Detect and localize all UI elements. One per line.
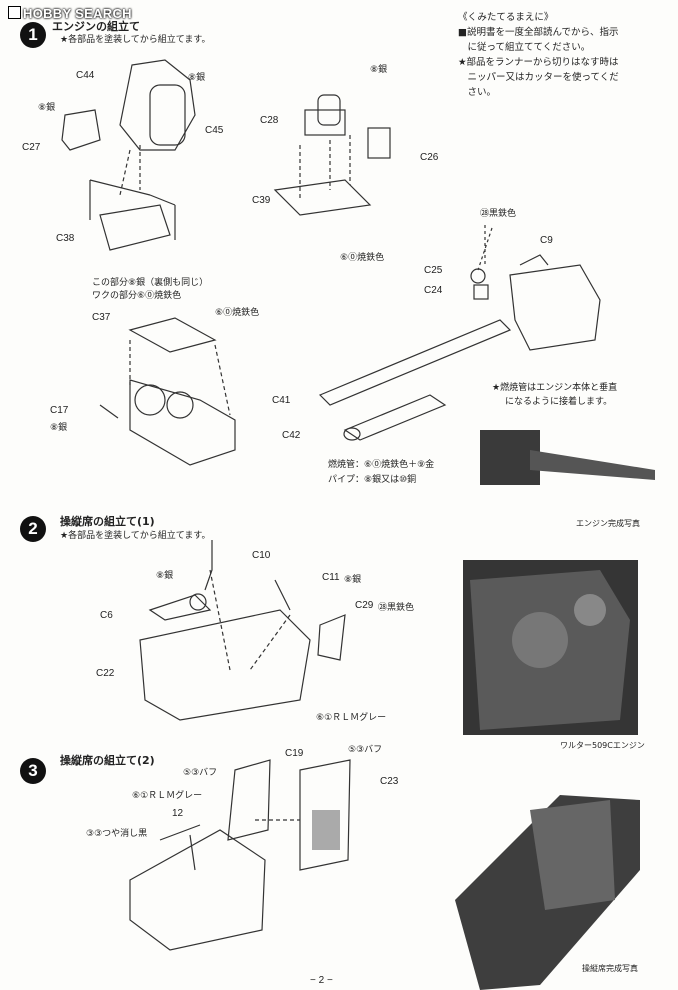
part-c45-drawing: [149, 84, 186, 146]
part-c42-drawing: [343, 394, 447, 441]
label-c42: C42: [282, 430, 301, 441]
label-c44: C44: [76, 70, 95, 81]
note-vertical-2: になるように接着します。: [505, 397, 613, 407]
step-1-note: ★各部品を塗装してから組立てます。: [60, 35, 211, 45]
color-c11-silver: ⑧銀: [344, 575, 362, 585]
color-c19-rlm: ⑥①ＲＬＭグレー: [132, 791, 203, 801]
label-c11: C11: [322, 572, 340, 583]
part-c22-drawing: [139, 609, 311, 721]
color-c29-black: ㉘黒鉄色: [378, 603, 415, 613]
color-c39-burnt: ⑥⓪焼鉄色: [340, 253, 385, 263]
part-12-drawing: [159, 824, 201, 871]
label-c22: C22: [96, 668, 115, 679]
part-c23-drawing: [299, 759, 351, 871]
label-c17: C17: [50, 405, 69, 416]
part-c24-drawing: [473, 284, 489, 300]
part-c38-drawing: [99, 204, 171, 251]
label-c45: C45: [205, 125, 224, 136]
label-c10: C10: [252, 550, 271, 561]
label-c6: C6: [100, 610, 113, 621]
caption-walter-engine: ワルター509Cエンジン: [560, 741, 645, 750]
step-1-number: 1: [20, 22, 46, 48]
label-c9: C9: [540, 235, 553, 246]
step-2-note: ★各部品を塗装してから組立てます。: [60, 531, 211, 541]
label-c39: C39: [252, 195, 271, 206]
note-burner: 燃焼管：⑥⓪焼鉄色＋⑨金: [328, 460, 435, 470]
color-c45-silver: ⑧銀: [188, 73, 206, 83]
label-c28: C28: [260, 115, 279, 126]
page-number: − 2 −: [310, 975, 333, 986]
part-c17-drawing: [99, 404, 119, 419]
part-c25-drawing: [470, 268, 486, 284]
part-c38-frame: [89, 179, 176, 240]
preface-block: 《くみたてるまえに》 ■説明書を一度全部読んでから、指示 に従って組立ててくださ…: [458, 10, 619, 100]
caption-cockpit-complete: 操縦席完成写真: [582, 964, 638, 973]
color-c37-burnt: ⑥⓪焼鉄色: [215, 308, 260, 318]
color-c19-puff: ⑤③バフ: [183, 768, 218, 778]
label-part-12: 12: [172, 808, 184, 819]
color-c22-rlm: ⑥①ＲＬＭグレー: [316, 713, 387, 723]
step-2-title: 操縦席の組立て(1): [60, 515, 155, 528]
engine-lower-drawing: [129, 379, 236, 466]
part-c19-drawing: [227, 759, 271, 841]
preface-line-5: さい。: [458, 87, 497, 98]
hobby-search-watermark: HOBBY SEARCH: [8, 6, 132, 21]
color-c25-black: ㉘黒鉄色: [480, 209, 517, 219]
cockpit-tub-drawing: [129, 829, 266, 951]
color-c23-puff: ⑤③バフ: [348, 745, 383, 755]
color-c28-silver: ⑧銀: [370, 65, 388, 75]
preface-line-4: ニッパー又はカッターを使ってくだ: [458, 72, 619, 83]
step-3-number: 3: [20, 758, 46, 784]
label-c23: C23: [380, 776, 399, 787]
label-c27: C27: [22, 142, 41, 153]
preface-line-2: に従って組立ててください。: [458, 42, 591, 53]
label-c25: C25: [424, 265, 443, 276]
caption-engine-complete: エンジン完成写真: [576, 519, 640, 528]
step-1-title: エンジンの組立て: [52, 20, 140, 33]
label-c26: C26: [420, 152, 439, 163]
label-c24: C24: [424, 285, 443, 296]
part-c6-drawing: [148, 594, 212, 621]
preface-heading: 《くみたてるまえに》: [458, 12, 554, 23]
part-c41-drawing: [318, 319, 512, 406]
color-c10-silver: ⑧銀: [156, 571, 174, 581]
preface-line-3: ★部品をランナーから切りはなす時は: [458, 57, 619, 68]
watermark-text: HOBBY SEARCH: [23, 6, 132, 21]
label-c38: C38: [56, 233, 75, 244]
part-c44-drawing: [119, 59, 196, 151]
note-c38-a: この部分⑧銀（裏側も同じ）: [92, 278, 209, 288]
label-c37: C37: [92, 312, 111, 323]
label-c41: C41: [272, 395, 291, 406]
color-12-flatblack: ③③つや消し黒: [86, 829, 148, 839]
part-c10-drawing: [204, 540, 213, 591]
part-c28-drawing: [304, 109, 346, 136]
note-vertical-1: ★燃焼管はエンジン本体と垂直: [492, 383, 618, 393]
note-pipe: パイプ：⑧銀又は⑩銅: [328, 475, 417, 485]
part-c9-drawing: [519, 254, 549, 266]
part-c37-drawing: [128, 317, 217, 353]
label-c29: C29: [355, 600, 374, 611]
label-c19: C19: [285, 748, 304, 759]
step-2-number: 2: [20, 516, 46, 542]
preface-line-1: ■説明書を一度全部読んでから、指示: [458, 27, 619, 38]
part-c26-drawing: [367, 127, 391, 159]
part-c39-drawing: [273, 179, 372, 216]
part-c27-drawing: [61, 109, 101, 151]
color-c17-silver: ⑧銀: [50, 423, 68, 433]
part-c11-drawing: [274, 579, 291, 611]
step-3-title: 操縦席の組立て(2): [60, 754, 155, 767]
part-c29-drawing: [317, 614, 346, 661]
note-c38-b: ワクの部分⑥⓪焼鉄色: [92, 291, 182, 301]
engine-assembled-drawing: [509, 264, 601, 351]
color-c27-silver: ⑧銀: [38, 103, 56, 113]
